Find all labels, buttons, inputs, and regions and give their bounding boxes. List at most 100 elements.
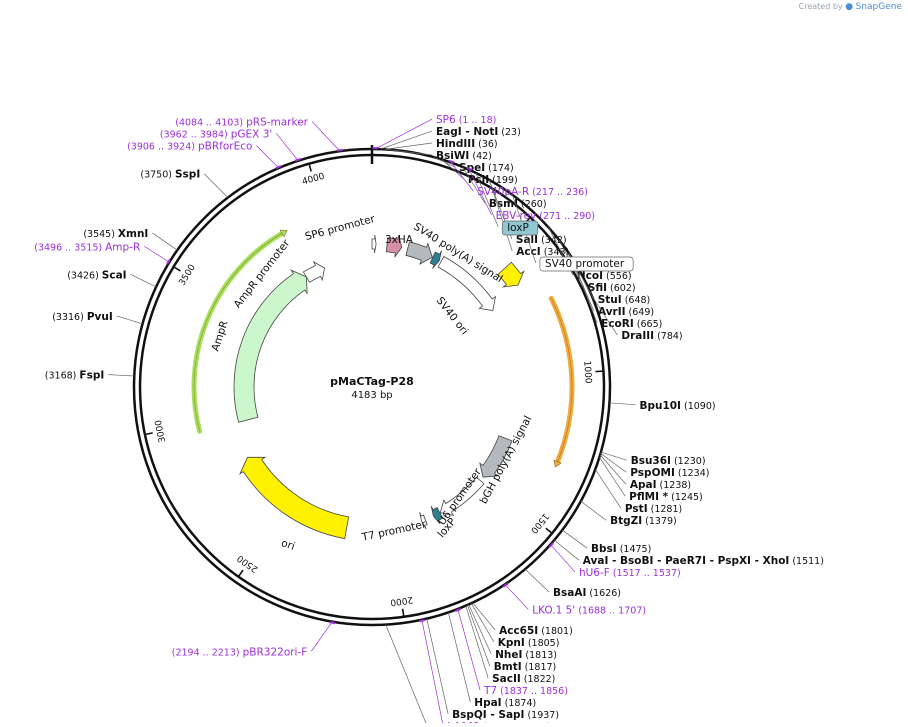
enzyme-position: (1245): [668, 492, 703, 503]
primer-range: (1688 .. 1707): [575, 605, 646, 616]
tick-mark: [309, 164, 311, 172]
tick-label: 2000: [389, 594, 413, 607]
tick-label: 3000: [154, 419, 169, 444]
feature-label: AmpR: [209, 319, 230, 353]
enzyme-label: Acc65I (1801): [499, 625, 573, 637]
enzyme-name: PflMI *: [629, 491, 668, 503]
primer-leader-line: [422, 620, 443, 723]
primer-label: (4084 .. 4103) pRS-marker: [175, 116, 308, 128]
primer-range: (1517 .. 1537): [610, 568, 681, 579]
enzyme-leader-line: [387, 149, 432, 155]
enzyme-position: (199): [489, 175, 518, 186]
primer-leader-line: [276, 133, 298, 160]
primer-leader-line: [144, 246, 169, 262]
enzyme-label: BbsI (1475): [591, 543, 651, 555]
enzyme-name: Bsu36I: [631, 455, 671, 467]
enzyme-leader-line: [131, 274, 156, 287]
enzyme-label: PflMI * (1245): [629, 491, 703, 503]
primer-range: (217 .. 236): [529, 187, 588, 198]
enzyme-label: BsaAI (1626): [553, 587, 621, 599]
enzyme-name: Acc65I: [499, 625, 538, 637]
enzyme-label: NheI (1813): [495, 649, 557, 661]
tick-label: 1000: [581, 360, 593, 384]
enzyme-position: (1874): [502, 698, 537, 709]
feature-label: bGH poly(A) signal: [478, 414, 535, 506]
enzyme-position: (648): [622, 295, 651, 306]
enzyme-position: (3316): [52, 312, 87, 323]
enzyme-label: (3316) PvuI: [52, 311, 113, 323]
enzyme-label: SacII (1822): [492, 673, 555, 685]
enzyme-name: XmnI: [118, 228, 148, 240]
tick-label: 1500: [528, 511, 550, 535]
enzyme-position: (556): [603, 271, 632, 282]
enzyme-leader-line: [385, 143, 432, 149]
enzyme-label: SfiI (602): [588, 282, 636, 294]
enzyme-label: NcoI (556): [577, 270, 632, 282]
enzyme-label: PstI (1281): [625, 503, 682, 515]
enzyme-position: (260): [518, 199, 547, 210]
enzyme-label: DraIII (784): [621, 330, 682, 342]
created-by-text: Created by: [799, 2, 843, 11]
enzyme-name: SfiI: [588, 282, 607, 294]
enzyme-position: (665): [634, 319, 663, 330]
primer-label: hU6-F (1517 .. 1537): [579, 567, 681, 579]
primer-label: SV40pA-R (217 .. 236): [477, 186, 588, 198]
enzyme-name: BtgZI: [610, 515, 642, 527]
enzyme-leader-line: [595, 469, 621, 508]
enzyme-name: EcoRI: [601, 318, 634, 330]
enzyme-label: AvrII (649): [598, 306, 654, 318]
primer-label: T7 (1837 .. 1856): [483, 685, 568, 697]
primer-name: EBV-rev: [496, 210, 537, 222]
enzyme-position: (1475): [617, 544, 652, 555]
enzyme-name: KpnI: [498, 637, 525, 649]
enzyme-position: (342): [538, 235, 567, 246]
feature-arrow: [372, 235, 376, 253]
enzyme-name: SalI: [516, 234, 538, 246]
tick-label: 4000: [301, 172, 326, 188]
primer-name: LKO.1 5': [532, 604, 575, 616]
feature-box-label: SV40 promoter: [545, 258, 625, 270]
tick-label: 3500: [177, 263, 198, 288]
enzyme-name: BmtI: [494, 661, 522, 673]
primer-range: (3906 .. 3924): [127, 141, 198, 152]
tick-mark: [403, 609, 404, 617]
enzyme-position: (174): [485, 163, 514, 174]
primer-name: pGEX 3': [231, 128, 273, 140]
tick-mark: [238, 570, 243, 577]
created-by-credit: Created by ● SnapGene: [799, 2, 902, 12]
enzyme-label: BmtI (1817): [494, 661, 556, 673]
enzyme-position: (1511): [789, 556, 824, 567]
enzyme-position: (3750): [140, 170, 175, 181]
enzyme-label: BspQI - SapI (1937): [452, 709, 559, 721]
highlight-arc-outline: [551, 298, 572, 461]
enzyme-position: (1801): [538, 626, 573, 637]
enzyme-leader-line: [473, 603, 496, 630]
feature-arrow: [240, 457, 349, 538]
primer-site-mark: [419, 620, 425, 621]
enzyme-position: (1234): [675, 468, 710, 479]
enzyme-position: (3545): [83, 229, 118, 240]
primer-range: (3962 .. 3984): [160, 129, 231, 140]
enzyme-name: EagI - NotI: [436, 126, 498, 138]
enzyme-name: SspI: [175, 169, 200, 181]
enzyme-leader-line: [427, 619, 448, 714]
enzyme-position: (3426): [67, 270, 102, 281]
primer-label: (3962 .. 3984) pGEX 3': [160, 128, 272, 140]
enzyme-name: AvaI - BsoBI - PaeR7I - PspXI - XhoI: [583, 555, 790, 567]
enzyme-leader-line: [108, 375, 134, 376]
enzyme-label: EagI - NotI (23): [436, 126, 521, 138]
primer-label: (2194 .. 2213) pBR322ori-F: [172, 646, 308, 658]
primer-leader-line: [505, 584, 528, 609]
feature-label: 3xHA: [385, 234, 414, 246]
primer-name: pBRforEco: [198, 140, 252, 152]
primer-label: (3496 .. 3515) Amp-R: [34, 241, 140, 253]
primer-range: (1 .. 18): [456, 115, 497, 126]
enzyme-position: (343): [541, 247, 570, 258]
primer-label: EBV-rev (271 .. 290): [496, 210, 595, 222]
brand-name: SnapGene: [856, 2, 902, 12]
enzyme-label: StuI (648): [598, 294, 651, 306]
enzyme-name: BsmI: [489, 198, 518, 210]
tick-mark: [174, 267, 181, 271]
